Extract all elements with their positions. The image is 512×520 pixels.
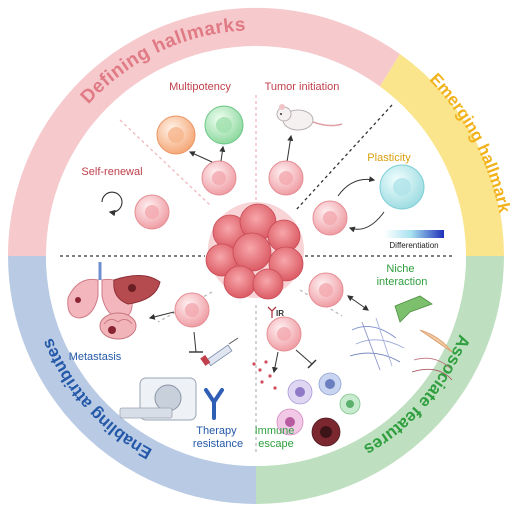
orange-cell-icon [156,115,196,155]
extracellular-matrix-icon [349,317,453,381]
spindle-cell-icon [419,329,453,353]
cell-icon [312,200,348,236]
mouse-icon [276,104,343,131]
differentiation-gradient-bar [384,230,444,238]
self-renewal-arrow [101,191,123,217]
label-plasticity: Plasticity [367,152,411,164]
cytokine-dots-icon [252,360,277,390]
label-immune-escape: Immune escape [255,425,298,450]
teal-cell-icon [379,164,425,210]
label-metastasis: Metastasis [69,351,122,363]
brain-icon [99,312,137,340]
green-cell-icon [204,105,244,145]
syringe-icon [200,337,239,367]
antibody-icon [204,388,224,420]
ring-defining [7,7,401,257]
fibroblast-icon [394,295,433,323]
immune-cell-icon [276,372,361,447]
label-differentiation: Differentiation [389,241,438,250]
liver-icon [113,275,161,305]
cell-icon [268,160,304,196]
tumor-mass-icon [205,202,304,300]
cell-icon [201,160,237,196]
label-tumor-initiation: Tumor initiation [265,81,340,93]
cell-icon [266,316,302,352]
cell-icon [308,272,344,308]
label-self-renewal: Self-renewal [81,166,142,178]
label-niche-interaction: Niche interaction [377,263,428,288]
label-therapy-resistance: Therapy resistance [193,425,243,450]
label-multipotency: Multipotency [169,81,231,93]
mri-scanner-icon [119,377,197,421]
label-ir: IR [276,309,284,318]
ring-enabling [8,256,256,504]
ring-associate [256,256,504,504]
cell-icon [134,194,170,230]
cell-icon [174,292,210,328]
receptor-icon [267,306,277,318]
